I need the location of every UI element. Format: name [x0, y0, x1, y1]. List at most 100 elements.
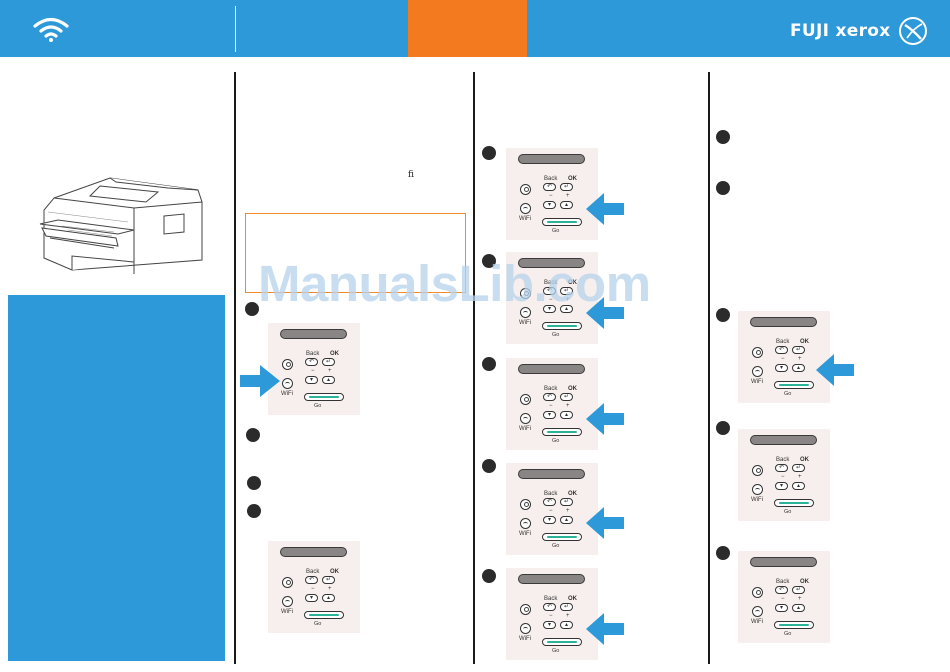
back-label: Back [544, 491, 558, 497]
plus-label: + [566, 297, 570, 303]
minus-label: − [549, 508, 553, 514]
step-marker [482, 459, 496, 473]
step-marker [716, 421, 730, 435]
back-label: Back [776, 457, 790, 463]
printer-illustration [39, 177, 203, 274]
ok-label: OK [800, 579, 809, 585]
ok-button: ↵ [560, 393, 573, 401]
back-label: Back [306, 569, 320, 575]
lcd-display [750, 435, 817, 445]
minus-label: − [311, 586, 315, 592]
wifi-button-icon [520, 307, 531, 318]
down-button: ▾ [543, 305, 556, 313]
ok-label: OK [568, 176, 577, 182]
step-marker [716, 130, 730, 144]
minus-label: − [549, 297, 553, 303]
wifi-button-icon [752, 606, 763, 617]
step-marker [247, 504, 261, 518]
up-button: ▴ [560, 621, 573, 629]
down-button: ▾ [775, 482, 788, 490]
back-button: ↶ [775, 346, 788, 354]
ok-label: OK [330, 569, 339, 575]
go-label: Go [552, 228, 560, 234]
ok-label: OK [330, 351, 339, 357]
step-marker [482, 569, 496, 583]
plus-label: + [798, 474, 802, 480]
back-button: ↶ [305, 576, 318, 584]
lcd-display [518, 574, 585, 584]
up-button: ▴ [792, 364, 805, 372]
ok-button: ↵ [792, 464, 805, 472]
go-button [774, 381, 814, 389]
minus-label: − [781, 474, 785, 480]
control-panel-illustration: Back OK ↶ ↵ − + ▾ ▴ WiFi Go [506, 148, 598, 240]
arrow-left-icon [586, 613, 624, 645]
step-marker [245, 302, 259, 316]
ok-label: OK [800, 339, 809, 345]
power-icon [520, 184, 531, 195]
control-panel-illustration: Back OK ↶ ↵ − + ▾ ▴ WiFi Go [738, 311, 830, 403]
plus-label: + [798, 356, 802, 362]
back-button: ↶ [775, 464, 788, 472]
go-label: Go [784, 391, 792, 397]
power-icon [520, 499, 531, 510]
arrow-left-icon [586, 507, 624, 539]
wifi-label: WiFi [281, 609, 293, 615]
wifi-label: WiFi [751, 379, 763, 385]
go-label: Go [552, 648, 560, 654]
back-button: ↶ [543, 287, 556, 295]
wifi-button-icon [752, 366, 763, 377]
ok-button: ↵ [322, 576, 335, 584]
up-button: ▴ [560, 516, 573, 524]
go-button [542, 638, 582, 646]
ok-button: ↵ [560, 287, 573, 295]
ok-label: OK [568, 596, 577, 602]
wifi-label: WiFi [519, 320, 531, 326]
go-button [774, 621, 814, 629]
stray-glyph: ﬁ [408, 170, 415, 180]
wifi-label: WiFi [519, 636, 531, 642]
lcd-display [750, 557, 817, 567]
power-icon [520, 604, 531, 615]
control-panel-illustration: Back OK ↶ ↵ − + ▾ ▴ WiFi Go [506, 463, 598, 555]
minus-label: − [549, 403, 553, 409]
ok-label: OK [568, 491, 577, 497]
caution-box [245, 213, 466, 293]
fuji-xerox-logo-icon [899, 17, 927, 45]
ok-label: OK [800, 457, 809, 463]
back-button: ↶ [543, 603, 556, 611]
down-button: ▾ [305, 594, 318, 602]
ok-button: ↵ [560, 183, 573, 191]
control-panel-illustration: Back OK ↶ ↵ − + ▾ ▴ WiFi Go [506, 252, 598, 344]
lcd-display [518, 258, 585, 268]
arrow-left-icon [586, 297, 624, 329]
wifi-button-icon [282, 596, 293, 607]
control-panel-illustration: Back OK ↶ ↵ − + ▾ ▴ WiFi Go [738, 551, 830, 643]
back-label: Back [306, 351, 320, 357]
lcd-display [518, 154, 585, 164]
down-button: ▾ [543, 516, 556, 524]
power-icon [520, 394, 531, 405]
go-label: Go [552, 438, 560, 444]
wifi-button-icon [282, 378, 293, 389]
arrow-left-icon [586, 403, 624, 435]
go-label: Go [784, 631, 792, 637]
go-label: Go [552, 543, 560, 549]
step-marker [247, 476, 261, 490]
control-panel-illustration: Back OK ↶ ↵ − + ▾ ▴ WiFi Go [738, 429, 830, 521]
back-button: ↶ [543, 393, 556, 401]
go-button [542, 322, 582, 330]
down-button: ▾ [543, 201, 556, 209]
wifi-button-icon [520, 203, 531, 214]
wifi-label: WiFi [519, 216, 531, 222]
step-marker [716, 546, 730, 560]
step-marker [482, 357, 496, 371]
ok-button: ↵ [792, 346, 805, 354]
back-label: Back [544, 386, 558, 392]
back-label: Back [544, 176, 558, 182]
go-label: Go [784, 509, 792, 515]
power-icon [282, 359, 293, 370]
ok-button: ↵ [560, 603, 573, 611]
wifi-button-icon [520, 518, 531, 529]
watermark: ManualsLib.com [258, 255, 651, 312]
